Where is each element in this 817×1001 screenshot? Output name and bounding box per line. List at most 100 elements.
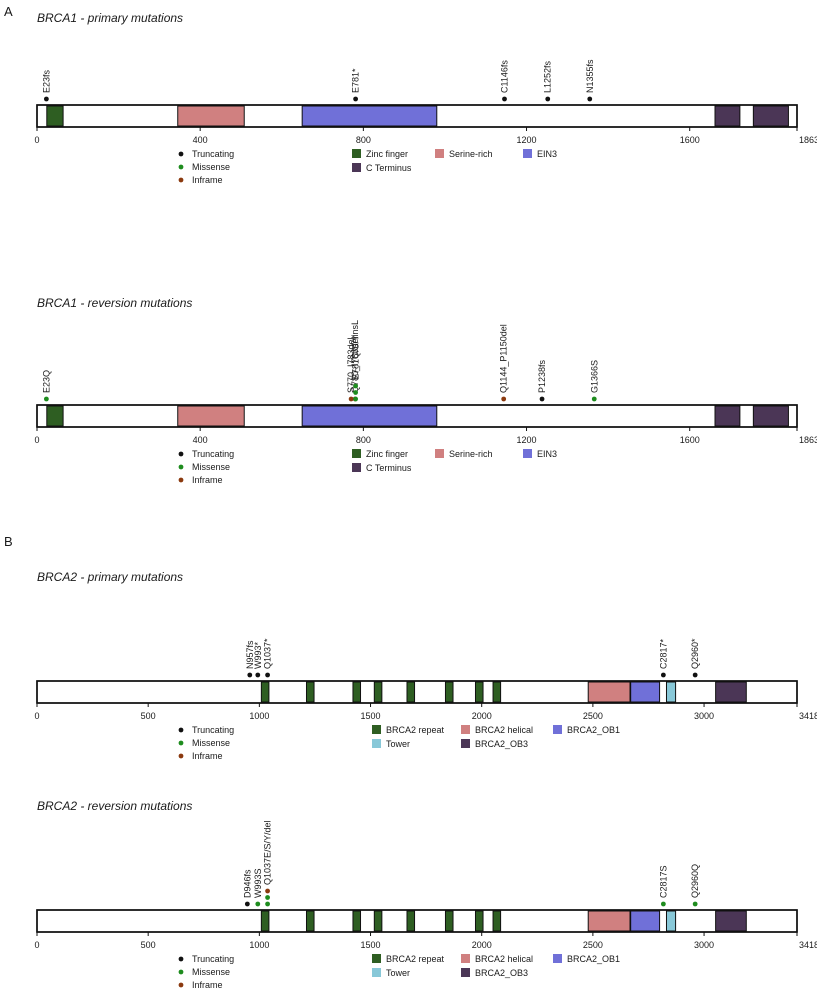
legend-swatch-tower: [372, 739, 381, 748]
mutation-label: N1355fs: [585, 59, 595, 93]
legend-label: BRCA2 helical: [475, 725, 533, 735]
mutation-label: P1238fs: [537, 359, 547, 393]
tick-label: 1600: [680, 435, 700, 445]
legend-label: Missense: [192, 462, 230, 472]
legend-swatch-brca2-ob3: [461, 968, 470, 977]
legend-swatch-serine-rich: [435, 449, 444, 458]
legend-label: Serine-rich: [449, 449, 493, 459]
mutation-e781q-s-y: E781Q/S/Y: [351, 335, 361, 402]
mutation-label: C1146fs: [500, 60, 510, 93]
missense-legend-dot: [178, 740, 184, 746]
length-label: 3418aa: [799, 940, 817, 950]
inframe-legend-dot: [178, 753, 184, 759]
inframe-dot: [501, 396, 507, 402]
domain-tower: [665, 681, 677, 703]
legend-swatch-brca2-repeat: [372, 725, 381, 734]
legend-label: Truncating: [192, 449, 234, 459]
domain-brca2-ob1: [630, 910, 661, 932]
truncating-legend-dot: [178, 151, 184, 157]
tick-label: 2000: [472, 940, 492, 950]
tick-label: 1200: [517, 435, 537, 445]
legend-swatch-brca2-repeat: [372, 954, 381, 963]
tick-label: 500: [141, 711, 156, 721]
missense-dot: [692, 901, 698, 907]
legend-label: BRCA2_OB3: [475, 739, 528, 749]
domain-ein3: [301, 405, 438, 427]
mutation-w993s: W993S: [253, 868, 263, 907]
missense-legend-dot: [178, 164, 184, 170]
missense-dot: [353, 396, 359, 402]
truncating-dot: [265, 672, 270, 678]
missense-dot: [591, 396, 597, 402]
mutation-label: W993*: [253, 641, 263, 669]
legend-label: Zinc finger: [366, 149, 408, 159]
legend-label: Zinc finger: [366, 449, 408, 459]
mutation-label: D946fs: [242, 869, 252, 898]
protein-bar-outline: [36, 104, 798, 128]
legend-label: BRCA2_OB1: [567, 954, 620, 964]
legend-swatch-c-terminus: [352, 163, 361, 172]
mutation-c1146fs: C1146fs: [500, 60, 510, 102]
domain-brca2-repeat: [305, 681, 315, 703]
missense-dot: [43, 396, 49, 402]
missense-dot: [265, 895, 270, 900]
legend-label: Truncating: [192, 149, 234, 159]
legend-swatch-ein3: [523, 449, 532, 458]
mutation-label: Q2960Q: [690, 864, 700, 898]
domain-brca2-repeat: [492, 681, 502, 703]
domain-brca2-repeat: [352, 910, 362, 932]
tick-label: 0: [34, 711, 39, 721]
tick-label: 1500: [361, 711, 381, 721]
domain-brca2-repeat: [406, 910, 416, 932]
tick-label: 400: [193, 435, 208, 445]
legend-label: C Terminus: [366, 463, 412, 473]
legend-label: Missense: [192, 967, 230, 977]
domain-serine-rich: [177, 405, 245, 427]
domain-brca2-repeat: [373, 681, 383, 703]
mutation-n957fs: N957fs: [245, 640, 255, 678]
domain-legend: Zinc finger Serine-rich EIN3 C Terminus: [352, 449, 557, 473]
domain-c-terminus: [752, 405, 789, 427]
missense-dot: [353, 390, 359, 395]
legend-label: BRCA2 repeat: [386, 725, 445, 735]
mutation-c2817: C2817*: [658, 638, 668, 678]
legend-label: Tower: [386, 968, 410, 978]
domain-serine-rich: [177, 105, 245, 127]
mutation-label: E23Q: [41, 370, 51, 393]
domain-zinc-finger: [46, 105, 64, 127]
tick-label: 3000: [694, 940, 714, 950]
legend-swatch-zinc-finger: [352, 449, 361, 458]
truncating-legend-dot: [178, 727, 184, 733]
legend-swatch-brca2-ob1: [553, 954, 562, 963]
domain-brca2-repeat: [305, 910, 315, 932]
mutation-p1238fs: P1238fs: [537, 359, 547, 402]
mutation-d946fs: D946fs: [242, 869, 252, 907]
mutation-e23fs: E23fs: [41, 69, 51, 102]
domain-tower: [665, 910, 677, 932]
mutation-label: Q1144_P1150del: [499, 324, 509, 393]
truncating-dot: [545, 96, 551, 102]
mutation-s770-i783del: S770_I783del: [346, 337, 356, 402]
mutation-label: W993S: [253, 868, 263, 898]
legend-label: Truncating: [192, 725, 234, 735]
domain-c-terminus: [714, 405, 741, 427]
mutation-c2817s: C2817S: [658, 865, 668, 907]
mutation-e23q: E23Q: [41, 370, 51, 402]
domain-brca2-repeat: [444, 910, 454, 932]
legend-label: Inframe: [192, 475, 223, 485]
tick-label: 1000: [249, 940, 269, 950]
domain-c-terminus: [714, 105, 741, 127]
missense-dot: [255, 901, 261, 907]
domain-brca2-repeat: [474, 681, 484, 703]
legend-label: Tower: [386, 739, 410, 749]
domain-brca2-repeat: [352, 681, 362, 703]
domain-brca2-repeat: [474, 910, 484, 932]
legend-label: EIN3: [537, 449, 557, 459]
section-label: B: [4, 534, 13, 549]
truncating-legend-dot: [178, 451, 184, 457]
domain-brca2-repeat: [444, 681, 454, 703]
